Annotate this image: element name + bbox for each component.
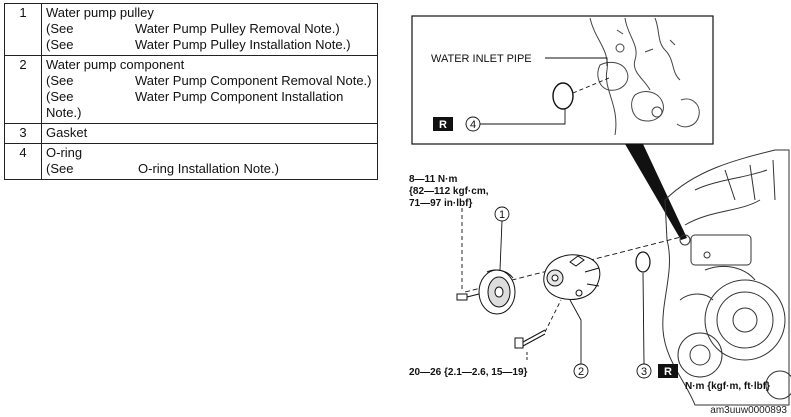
part-name: Water pump component — [46, 57, 185, 72]
callout-3: 3 — [641, 366, 647, 378]
part-name: O-ring — [46, 145, 83, 160]
part-description: Gasket — [41, 123, 378, 144]
label-leader — [545, 57, 608, 66]
water-pump-component — [543, 254, 601, 300]
callout-4-leader — [480, 109, 566, 125]
water-inlet-pipe-label: WATER INLET PIPE — [431, 53, 532, 65]
part-number: 3 — [4, 123, 42, 144]
torque-top-line-2: {82—112 kgf·cm, — [409, 186, 489, 197]
unit-legend: N·m {kgf·m, ft·lbf} — [685, 381, 770, 392]
callout-2: 2 — [578, 366, 584, 378]
callout-1: 1 — [499, 209, 505, 221]
part-name: Water pump pulley — [46, 5, 154, 20]
o-ring-inset — [552, 82, 574, 110]
r-badge-gasket-text: R — [664, 366, 672, 378]
reference-link[interactable]: Water Pump Pulley Removal Note.) — [135, 21, 340, 36]
callout-2-leader — [569, 299, 582, 364]
image-code: am3uuw0000893 — [710, 405, 787, 416]
zoom-wedge — [625, 144, 687, 240]
torque-top-line-3: 71—97 in·lbf} — [409, 198, 472, 209]
water-pump-exploded-diagram: WATER INLET PIPE R 4 — [409, 15, 791, 406]
part-number: 4 — [4, 143, 42, 180]
reference-link[interactable]: O-ring Installation Note.) — [138, 161, 279, 176]
callout-1-leader — [499, 220, 503, 271]
inset-frame — [411, 15, 714, 145]
engine-sketch — [662, 149, 791, 406]
bolt-axis — [544, 299, 562, 333]
reference-link[interactable]: Water Pump Component Removal Note.) — [135, 73, 372, 88]
pump-bolt — [514, 329, 546, 349]
torque-bottom: 20—26 {2.1—2.6, 15—19} — [409, 367, 528, 378]
gasket — [635, 251, 651, 273]
inlet-pipe-sketch — [589, 17, 700, 136]
table-row: 3 Gasket — [4, 123, 378, 144]
torque-top-line-1: 8—11 N·m — [409, 174, 457, 185]
part-number: 2 — [4, 55, 42, 124]
part-name: Gasket — [46, 125, 88, 140]
callout-4: 4 — [470, 119, 476, 131]
water-pump-pulley — [478, 269, 516, 315]
reference-link[interactable]: Water Pump Pulley Installation Note.) — [135, 37, 351, 52]
part-number: 1 — [4, 3, 42, 56]
r-badge-text: R — [439, 119, 447, 131]
r-badge — [433, 117, 453, 131]
r-badge-gasket — [658, 364, 678, 378]
reference-link[interactable]: Water Pump Component Installation Note.) — [46, 89, 344, 120]
callout-3-leader — [642, 272, 645, 365]
